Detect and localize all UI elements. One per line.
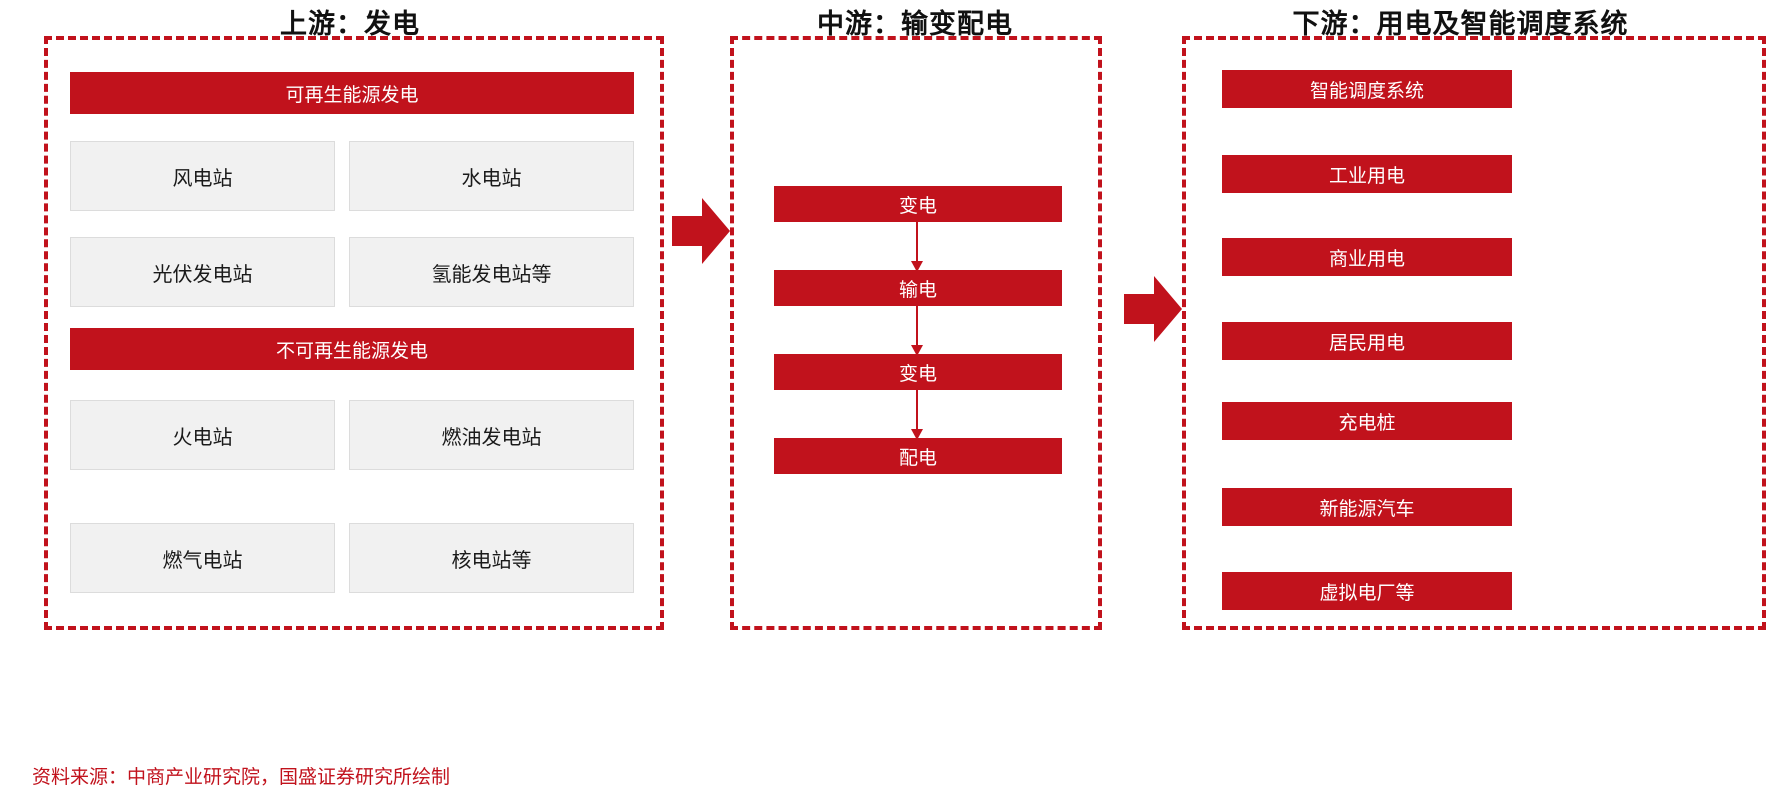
midstream-step-distribution: 配电 <box>774 438 1062 474</box>
upstream-item-hydrogen: 氢能发电站等 <box>349 237 634 307</box>
upstream-column-title: 上游：发电 <box>280 9 420 39</box>
down-arrow-icon-3 <box>911 390 923 440</box>
upstream-item-solar: 光伏发电站 <box>70 237 335 307</box>
downstream-column-title: 下游：用电及智能调度系统 <box>1292 9 1629 39</box>
midstream-step-transmission: 输电 <box>774 270 1062 306</box>
midstream-column-title: 中游：输变配电 <box>817 9 1013 39</box>
down-arrow-icon-1 <box>911 222 923 272</box>
nonrenewable-generation-header: 不可再生能源发电 <box>70 328 634 370</box>
midstream-step-transform-2: 变电 <box>774 354 1062 390</box>
midstream-step-transform-1: 变电 <box>774 186 1062 222</box>
upstream-item-hydro: 水电站 <box>349 141 634 211</box>
downstream-item-residential: 居民用电 <box>1222 322 1512 360</box>
downstream-item-virtual-power-plant: 虚拟电厂等 <box>1222 572 1512 610</box>
downstream-panel <box>1182 36 1766 630</box>
right-arrow-icon-upstream-to-midstream <box>672 196 730 266</box>
downstream-item-smart-dispatch: 智能调度系统 <box>1222 70 1512 108</box>
upstream-item-nuclear: 核电站等 <box>349 523 634 593</box>
downstream-item-charging-pile: 充电桩 <box>1222 402 1512 440</box>
midstream-panel <box>730 36 1102 630</box>
upstream-panel <box>44 36 664 630</box>
downstream-item-commercial: 商业用电 <box>1222 238 1512 276</box>
upstream-item-oil: 燃油发电站 <box>349 400 634 470</box>
renewable-generation-header: 可再生能源发电 <box>70 72 634 114</box>
down-arrow-icon-2 <box>911 306 923 356</box>
downstream-item-industrial: 工业用电 <box>1222 155 1512 193</box>
downstream-item-nev: 新能源汽车 <box>1222 488 1512 526</box>
right-arrow-icon-midstream-to-downstream <box>1124 274 1182 344</box>
upstream-item-thermal: 火电站 <box>70 400 335 470</box>
upstream-item-wind: 风电站 <box>70 141 335 211</box>
source-note: 资料来源：中商产业研究院，国盛证券研究所绘制 <box>32 767 451 788</box>
upstream-item-gas: 燃气电站 <box>70 523 335 593</box>
